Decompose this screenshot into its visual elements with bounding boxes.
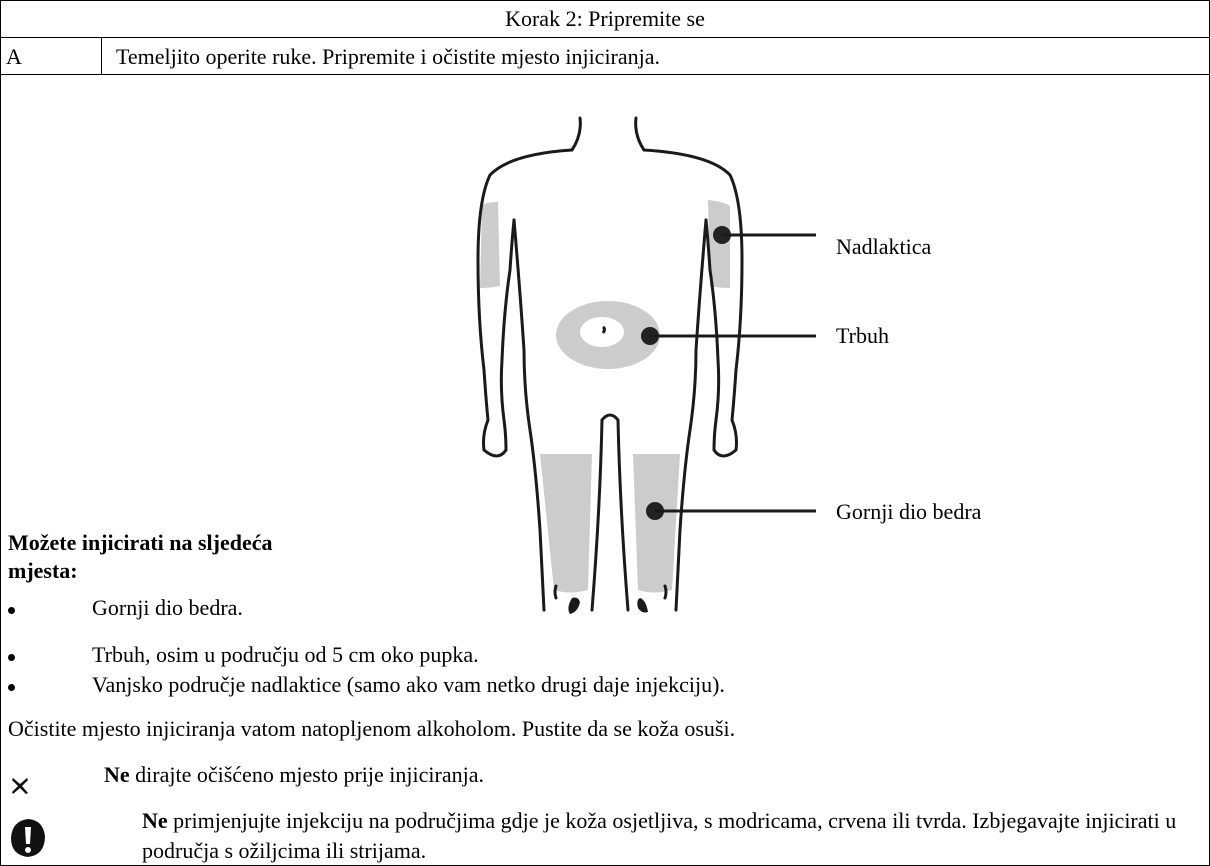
dont-touch-emphasis: Ne <box>104 762 130 787</box>
dont-touch-text: dirajte očišćeno mjesto prije injiciranj… <box>129 762 484 787</box>
list-item-text: Vanjsko područje nadlaktice (samo ako va… <box>92 672 725 697</box>
step-instruction: Temeljito operite ruke. Pripremite i oči… <box>116 44 661 69</box>
column-divider <box>101 38 102 74</box>
exclamation-icon <box>11 819 45 857</box>
step-title: Korak 2: Pripremite se <box>1 1 1209 38</box>
warning-emphasis: Ne <box>142 808 168 833</box>
cleaning-instruction: Očistite mjesto injiciranja vatom natopl… <box>8 716 736 741</box>
cross-mark-icon <box>10 776 30 802</box>
dont-touch-instruction: Ne dirajte očišćeno mjesto prije injicir… <box>104 762 484 788</box>
right-thigh-site <box>633 454 680 593</box>
step-title-text: Korak 2: Pripremite se <box>505 6 705 31</box>
site-markers <box>641 226 816 520</box>
step-row: A Temeljito operite ruke. Pripremite i o… <box>1 38 1209 75</box>
thigh-label: Gornji dio bedra <box>836 499 982 524</box>
warning-text: primjenjujte injekciju na područjima gdj… <box>142 808 1177 863</box>
bullet-icon <box>8 607 15 614</box>
injection-sites-diagram <box>476 116 816 614</box>
body-outline <box>476 116 744 612</box>
abdomen-label: Trbuh <box>836 323 889 348</box>
left-arm-site <box>480 202 500 288</box>
injection-site-shading <box>480 200 730 593</box>
step-letter: A <box>6 44 22 69</box>
list-item-text: Gornji dio bedra. <box>92 595 243 620</box>
right-arm-site <box>708 200 730 288</box>
sites-heading: Možete injicirati na sljedeća mjesta: <box>8 530 273 583</box>
upper-arm-label: Nadlaktica <box>836 234 932 259</box>
bullet-icon <box>8 654 15 661</box>
list-item-text: Trbuh, osim u području od 5 cm oko pupka… <box>92 642 479 667</box>
left-thigh-site <box>540 454 592 593</box>
warning-instruction: Ne primjenjujte injekciju na područjima … <box>142 806 1192 866</box>
knee-marks <box>568 597 648 614</box>
navel <box>601 325 606 334</box>
bullet-icon <box>8 684 15 691</box>
